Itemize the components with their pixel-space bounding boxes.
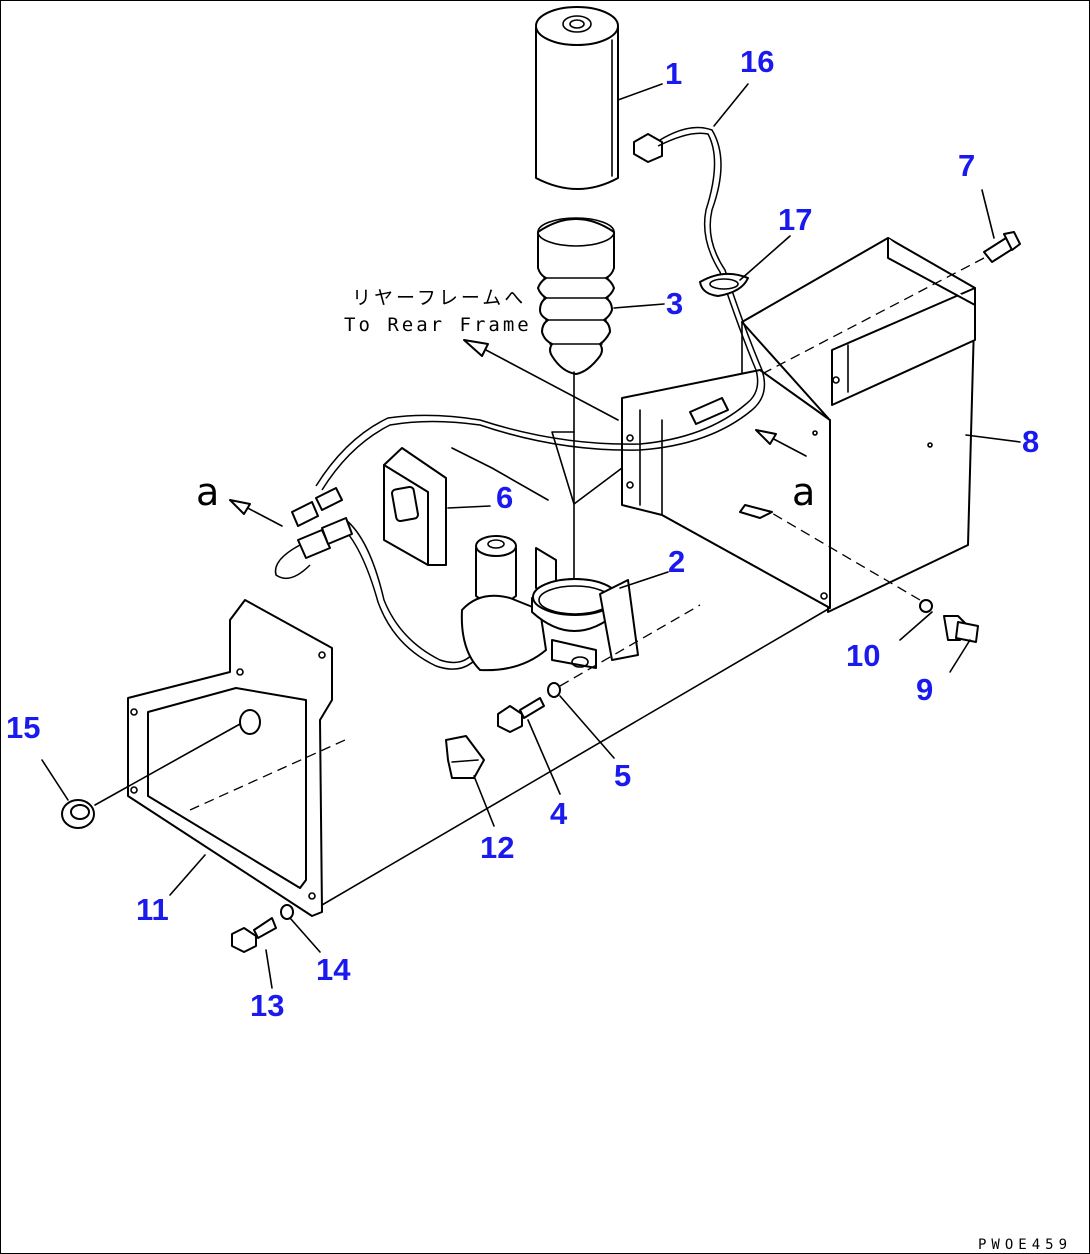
callout-5: 5 (614, 758, 631, 793)
callout-labels: 1 2 3 4 5 6 7 8 9 10 11 12 13 14 15 16 1… (6, 44, 1039, 1023)
bolt-7-alignment (759, 257, 985, 376)
callout-9: 9 (916, 672, 933, 707)
callout-15: 15 (6, 710, 40, 745)
callout-17: 17 (778, 202, 812, 237)
wire-connectors (291, 487, 353, 559)
drawing-code: PWOE459 (978, 1237, 1072, 1253)
direction-arrows (229, 339, 807, 527)
callout-7: 7 (958, 148, 975, 183)
filter-cap-cylinder (535, 6, 619, 190)
bellows-filter (537, 217, 615, 375)
callout-2: 2 (668, 544, 685, 579)
callout-16: 16 (740, 44, 774, 79)
callout-14: 14 (316, 952, 351, 987)
view-marker-right: a (792, 470, 815, 514)
bolt-7 (983, 231, 1021, 263)
mounting-bracket-box (621, 237, 976, 613)
cover-plate (127, 599, 333, 917)
clip-12 (445, 735, 485, 779)
controller-unit (383, 447, 447, 566)
washer-14 (280, 904, 294, 920)
plate-alignment (189, 739, 346, 811)
view-marker-left: a (196, 470, 219, 514)
callout-12: 12 (480, 830, 514, 865)
callout-3: 3 (666, 286, 683, 321)
callout-11: 11 (136, 892, 169, 927)
callout-10: 10 (846, 638, 880, 673)
washer-10 (919, 599, 933, 613)
plate-edge-line (321, 607, 831, 906)
note-japanese: リヤーフレームへ (352, 287, 526, 309)
leader-lines (41, 83, 1021, 989)
bolt-9 (943, 615, 979, 643)
wire-harness (274, 126, 766, 670)
grommet-15 (61, 799, 95, 829)
bolt-4 (497, 697, 545, 733)
motor-pump-assembly (460, 535, 639, 672)
note-to-rear-frame: To Rear Frame (344, 314, 532, 336)
callout-1: 1 (665, 56, 682, 91)
callout-8: 8 (1022, 424, 1039, 459)
callout-6: 6 (496, 480, 513, 515)
callout-13: 13 (250, 988, 284, 1023)
bolt-4-alignment (559, 604, 701, 687)
bolt-13 (231, 917, 277, 953)
bolt-9-alignment (769, 511, 921, 601)
callout-4: 4 (550, 796, 568, 831)
washer-5 (547, 682, 561, 698)
grommet-alignment (94, 723, 241, 806)
